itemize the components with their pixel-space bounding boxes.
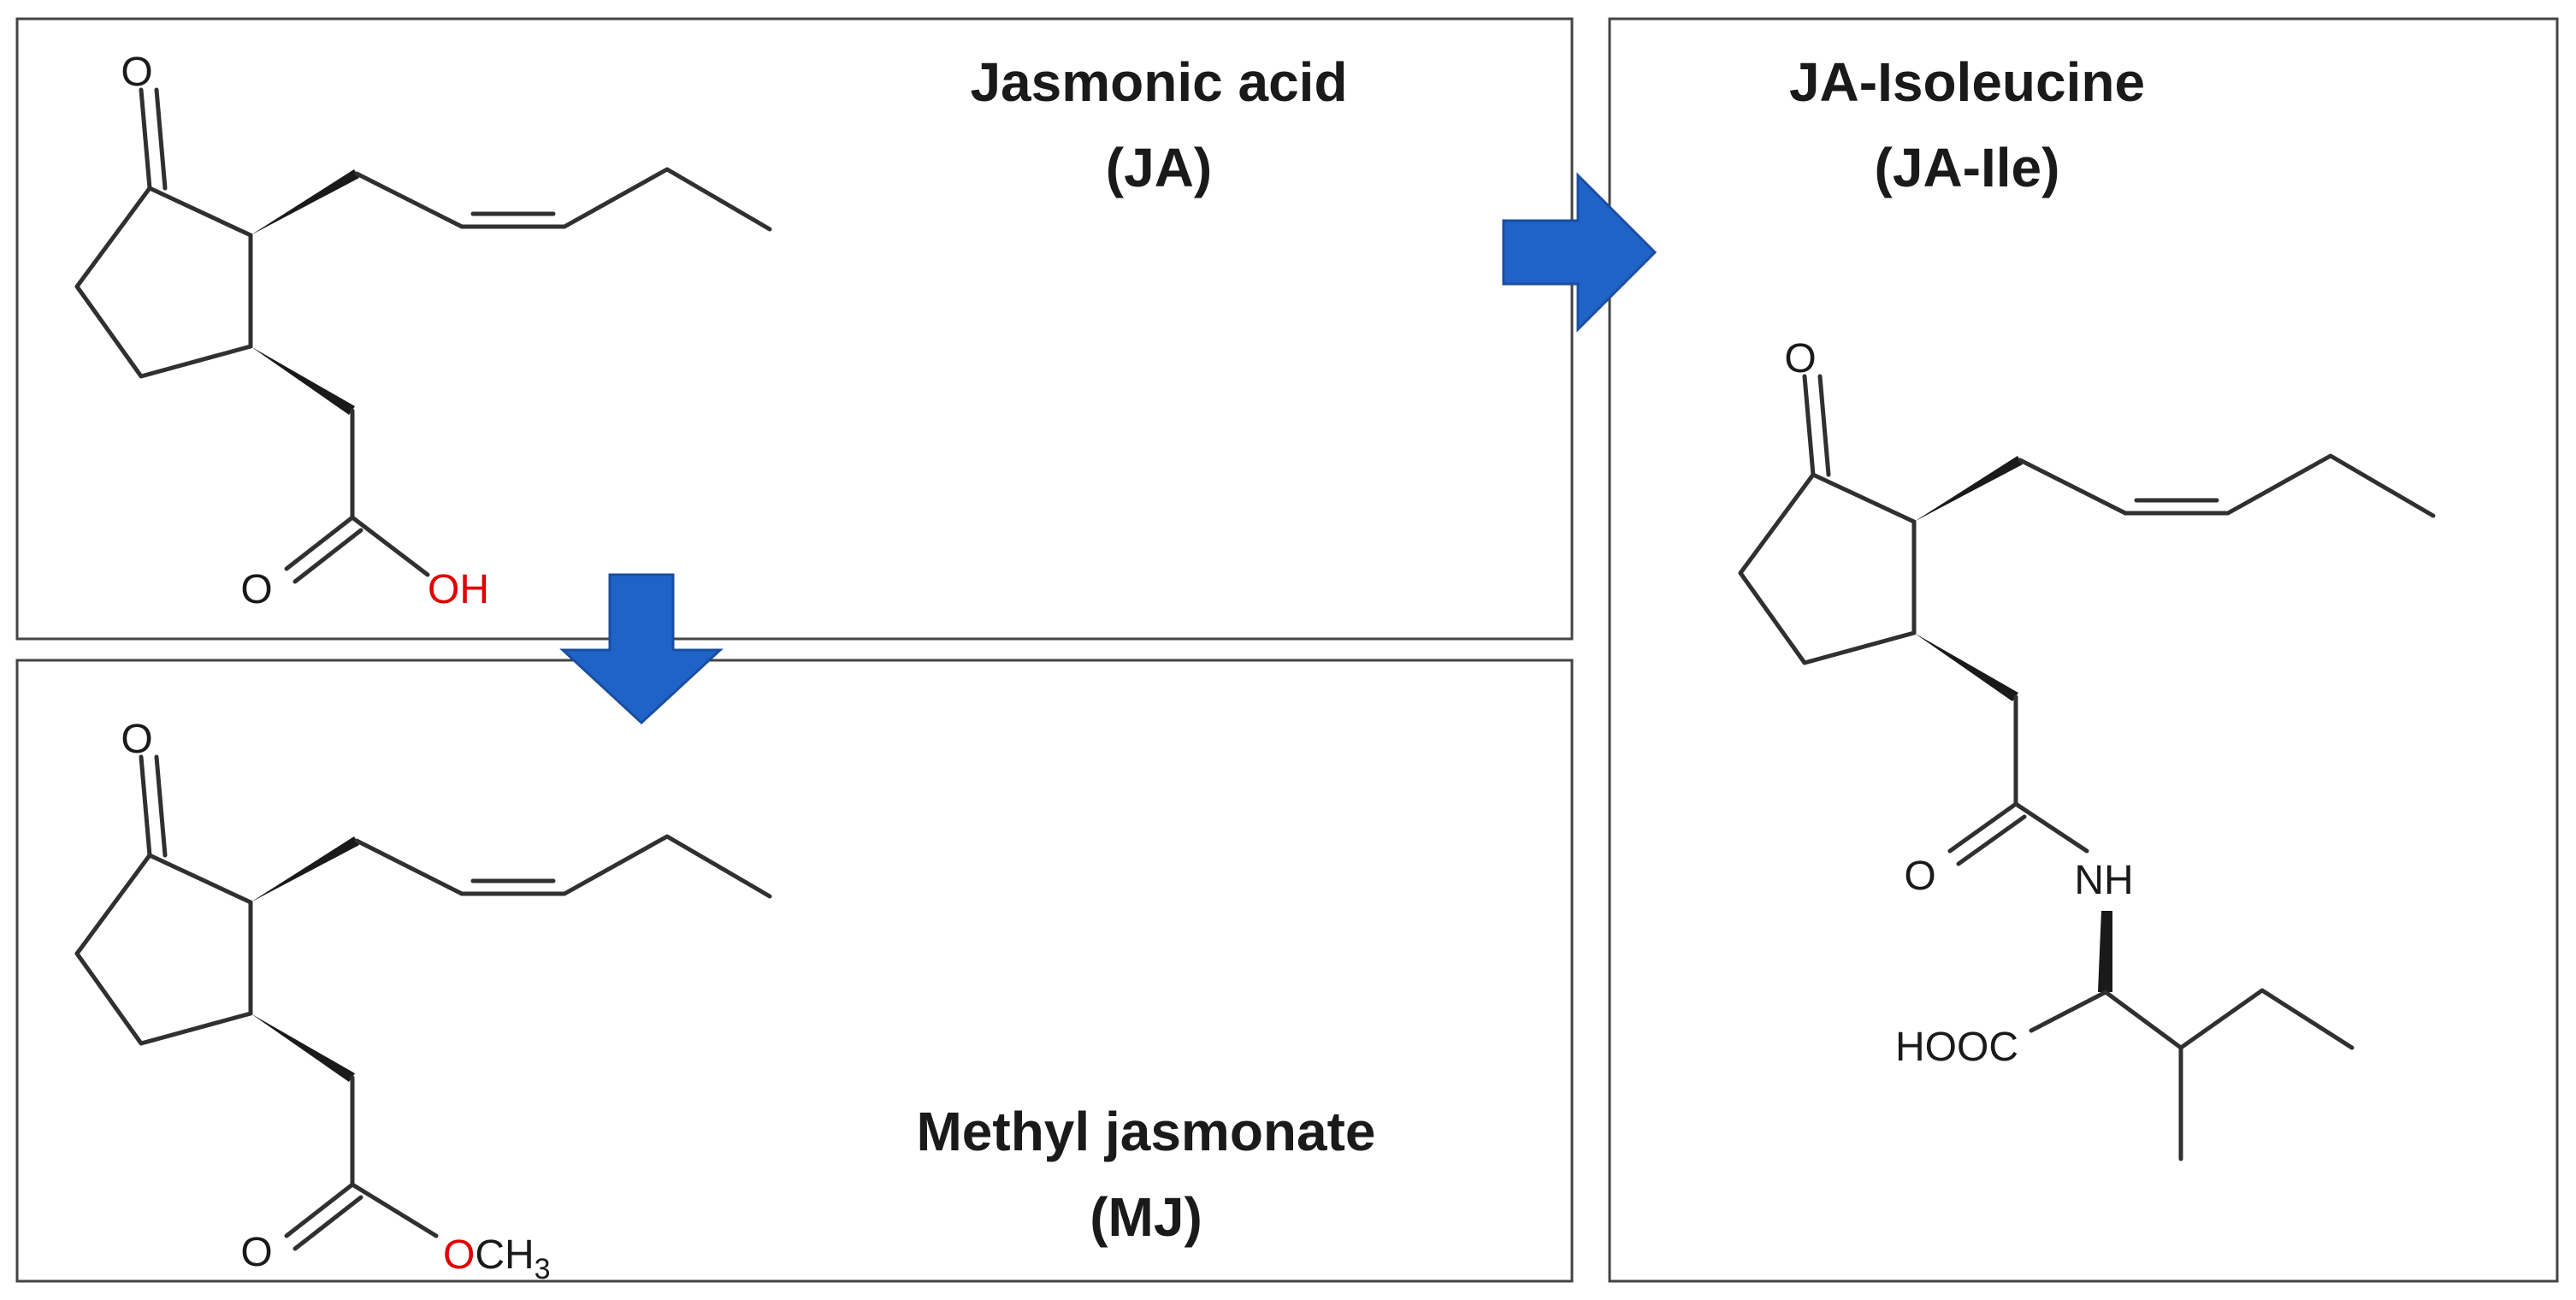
- arrow-right-to-ja-ile: [1502, 172, 1657, 333]
- jaile-ketone-o: O: [1784, 336, 1816, 381]
- ja-ketone-o: O: [121, 50, 152, 95]
- ja-title: Jasmonic acid: [970, 51, 1347, 113]
- ja-structure: [74, 87, 772, 584]
- jaile-structure: [1738, 374, 2436, 1161]
- mj-title: Methyl jasmonate: [916, 1101, 1375, 1162]
- panel-jasmonic-acid: [15, 17, 1574, 641]
- jaile-title: JA-Isoleucine: [1789, 51, 2145, 113]
- jaile-cooh: HOOC: [1895, 1025, 2018, 1070]
- mj-structure: [74, 754, 772, 1251]
- mj-ketone-o: O: [121, 717, 152, 762]
- ja-acid-oh: OH: [428, 567, 489, 612]
- jaile-amide-nh: NH: [2074, 858, 2133, 903]
- ja-acid-carbonyl-o: O: [240, 567, 272, 612]
- mj-abbrev: (MJ): [1090, 1186, 1202, 1248]
- mj-ester-ch: CH: [475, 1232, 534, 1278]
- arrow-down-to-mj: [559, 573, 724, 725]
- mj-ester-och3: OCH3: [443, 1232, 551, 1285]
- mj-ester-subscript: 3: [535, 1253, 551, 1285]
- mj-ester-o: O: [443, 1232, 475, 1278]
- panel-ja-isoleucine: [1608, 17, 2559, 1283]
- jaile-abbrev: (JA-Ile): [1875, 137, 2060, 198]
- panel-methyl-jasmonate: [15, 659, 1574, 1283]
- jaile-amide-o: O: [1904, 854, 1935, 899]
- ja-abbrev: (JA): [1106, 137, 1212, 198]
- mj-ester-carbonyl-o: O: [240, 1230, 272, 1275]
